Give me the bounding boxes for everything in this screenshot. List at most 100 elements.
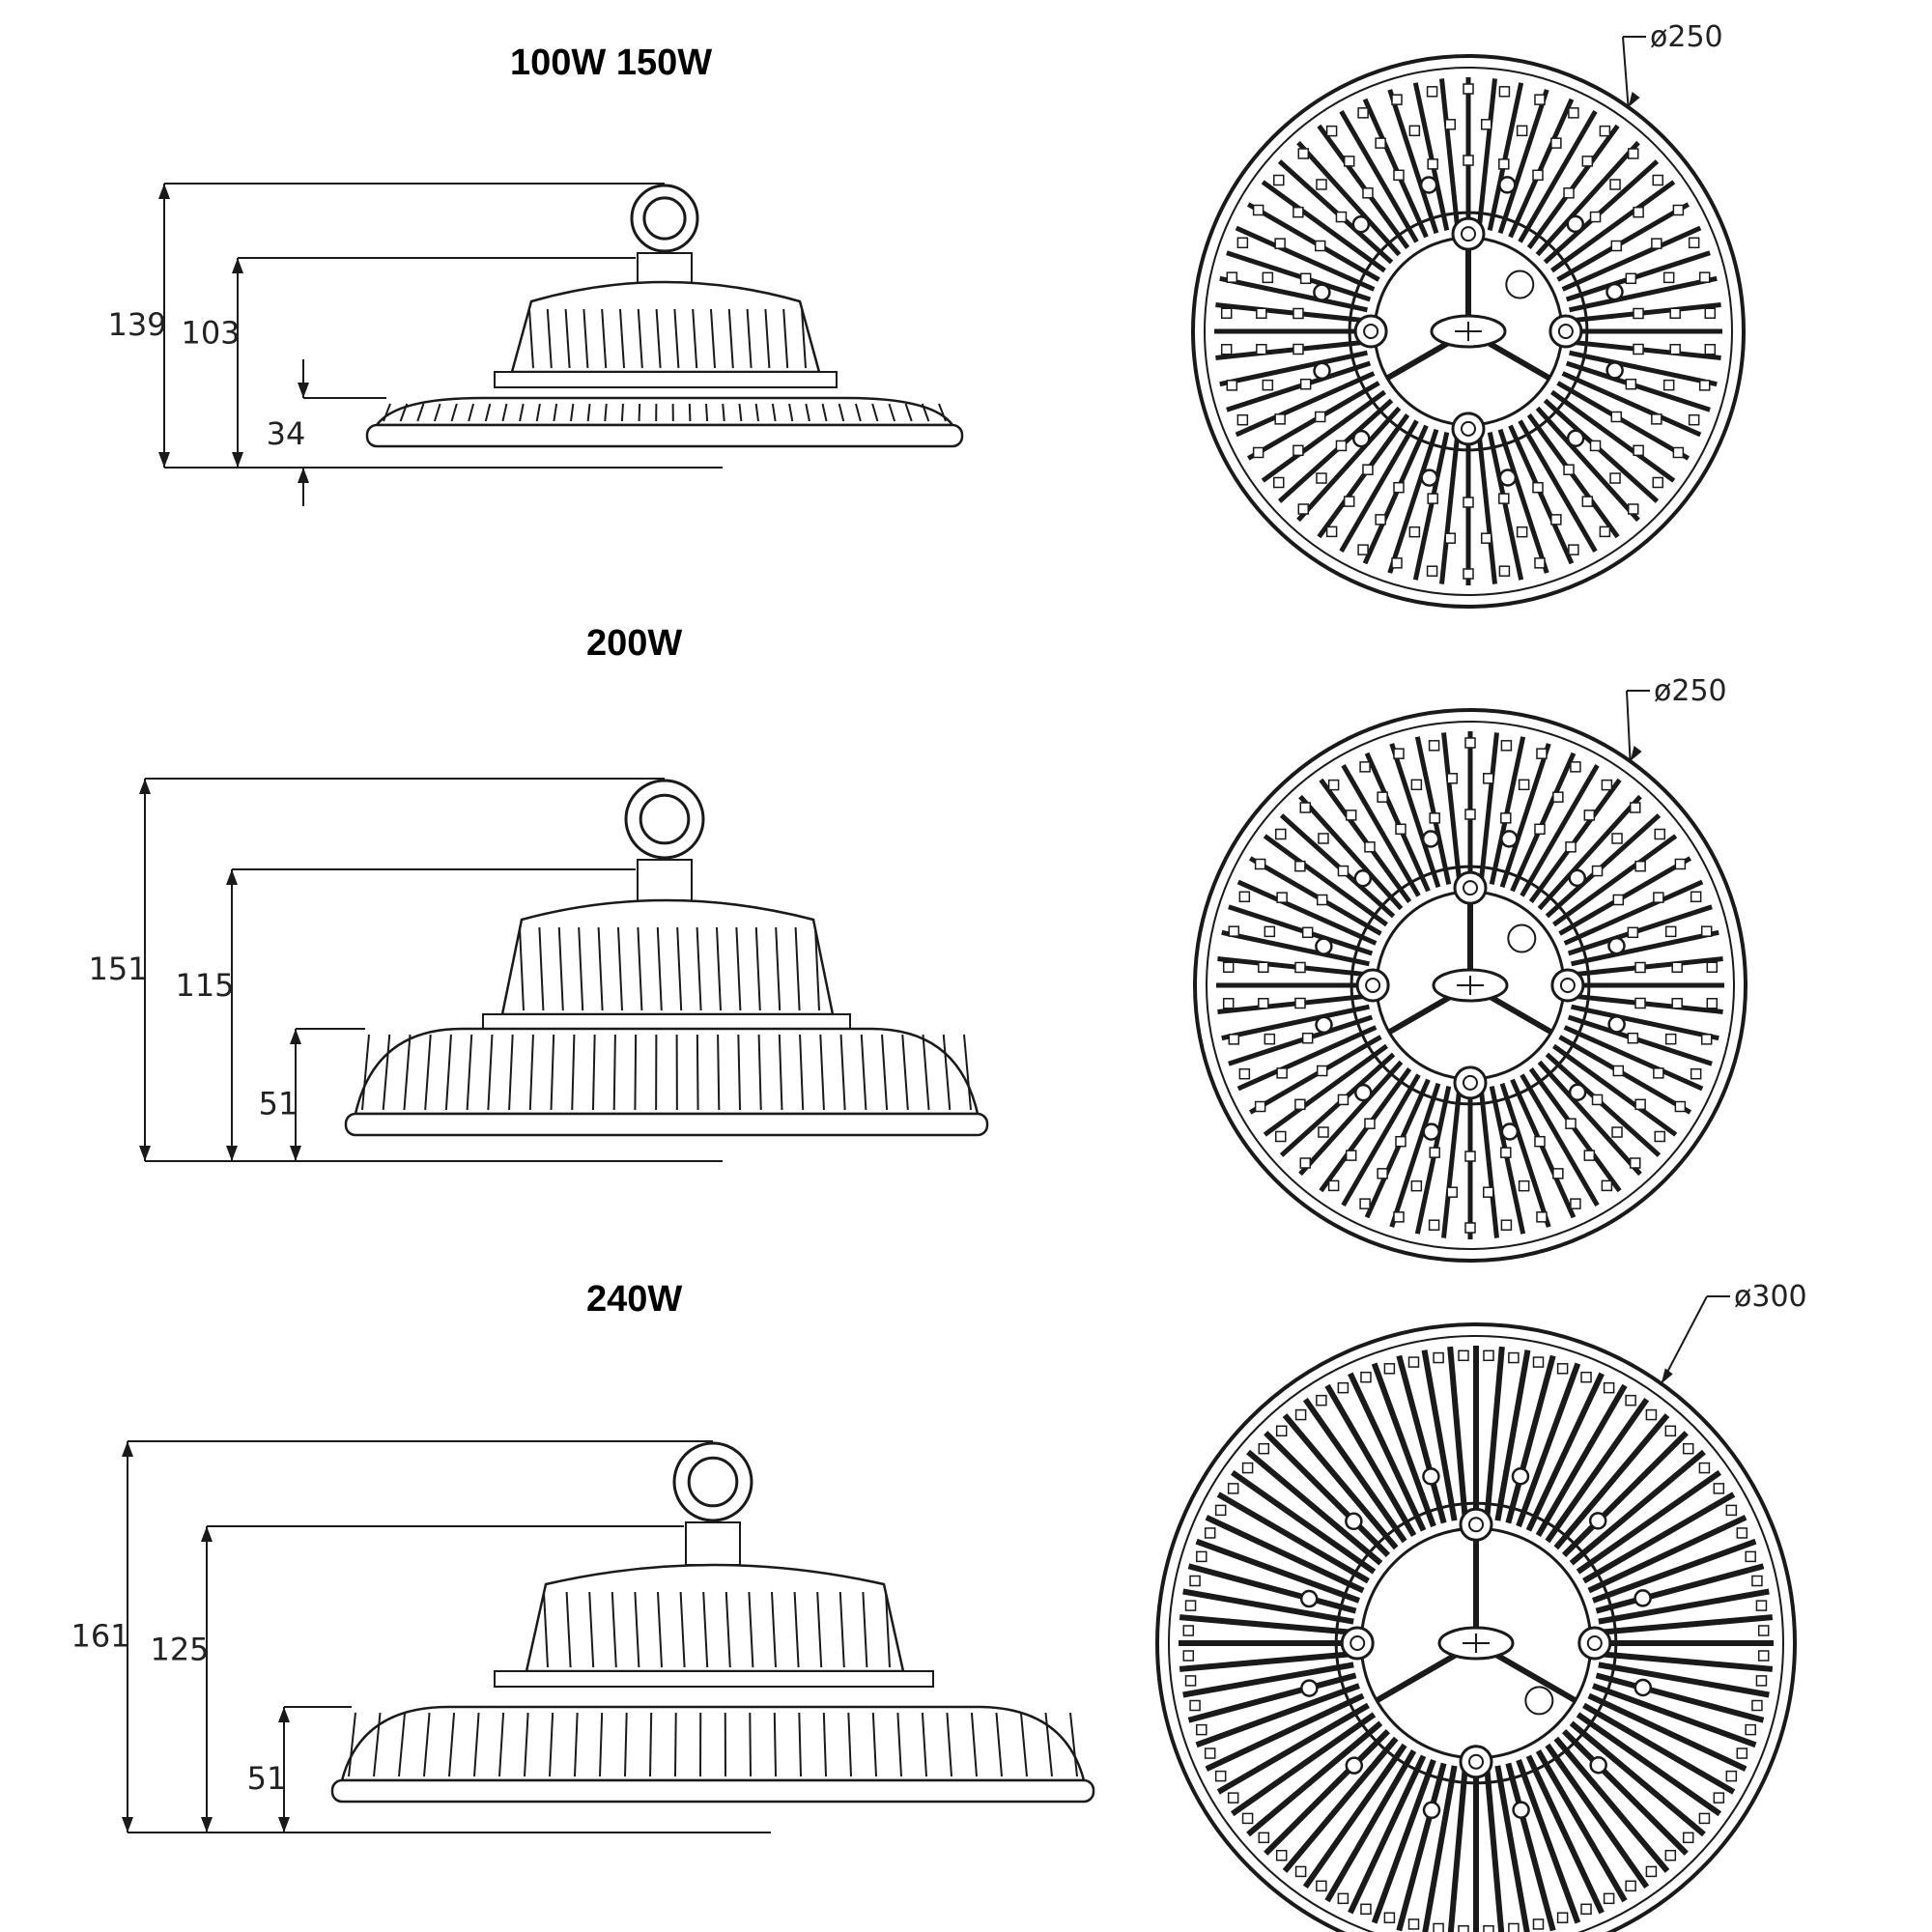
heatsink-fin: [638, 403, 641, 422]
heatsink-fin: [450, 403, 458, 422]
plan-vent: [1534, 94, 1546, 105]
heatsink-fin: [904, 403, 913, 422]
plan-vent: [1256, 307, 1267, 320]
housing-fin: [862, 1591, 868, 1668]
plan-radial-fin: [1215, 339, 1366, 360]
plan-screw-hole: [1634, 1589, 1652, 1607]
plan-radial-fin: [1324, 1383, 1417, 1537]
plan-radial-fin: [1497, 89, 1549, 235]
dimension-arrowhead: [290, 1146, 301, 1161]
plan-screw-hole: [1498, 469, 1518, 487]
plan-radial-fin: [1535, 1749, 1628, 1903]
plan-radial-fin: [1600, 1614, 1774, 1635]
plan-vent: [1725, 1770, 1738, 1782]
plan-radial-fin: [1494, 1765, 1530, 1932]
dimension-arrowhead: [122, 1817, 133, 1833]
heatsink-fin: [995, 1712, 1003, 1777]
heatsink-fin: [624, 1712, 628, 1777]
plan-screw-hole: [1422, 1467, 1440, 1486]
plan-radial-fin: [1569, 275, 1718, 313]
plan-radial-fin: [1576, 1712, 1722, 1817]
plan-vent: [1299, 1157, 1312, 1169]
dim-label-overall: 151: [88, 951, 147, 987]
plan-radial-fin: [1535, 1383, 1628, 1537]
plan-vent: [1377, 791, 1388, 803]
plan-radial-fin: [1216, 1702, 1370, 1795]
heatsink-fin: [487, 1034, 494, 1111]
housing-collar: [494, 1670, 934, 1688]
section-2-title: 200W: [586, 623, 683, 664]
plan-radial-fin: [1505, 1762, 1556, 1932]
plan-vent: [1463, 497, 1474, 508]
diameter-label: ø300: [1734, 1280, 1807, 1314]
plan-screw-hole: [1345, 1512, 1363, 1531]
plan-vent: [1664, 1425, 1677, 1437]
plan-vent: [1327, 1179, 1340, 1192]
plan-vent: [1552, 1168, 1564, 1179]
housing-fin: [564, 308, 571, 369]
plan-vent: [1446, 1186, 1459, 1198]
plan-vent: [1550, 137, 1562, 149]
plan-vent: [1570, 761, 1581, 773]
plan-radial-fin: [1261, 389, 1386, 483]
heatsink-fin: [688, 403, 692, 422]
heatsink-fin: [524, 1712, 529, 1777]
plan-vent: [1316, 472, 1327, 484]
plan-radial-fin: [1282, 1413, 1399, 1550]
plan-radial-fin: [1248, 856, 1382, 936]
plan-view-2: ø250: [1193, 674, 1747, 1263]
plan-vent: [1612, 894, 1625, 906]
plan-vent: [1275, 828, 1287, 840]
plan-radial-fin: [1216, 1492, 1370, 1584]
housing-fin: [676, 926, 683, 1011]
plan-radial-fin: [1550, 180, 1676, 273]
plan-vent: [1516, 526, 1528, 538]
heatsink-fin: [399, 403, 409, 422]
plan-radial-fin: [1592, 1683, 1757, 1748]
plan-radial-fin: [1600, 1651, 1774, 1672]
housing-fin: [657, 1591, 663, 1668]
diameter-label: ø250: [1654, 674, 1727, 708]
plan-vent: [1222, 998, 1235, 1009]
plan-vent: [1706, 961, 1719, 973]
plan-screw-hole: [1300, 1679, 1319, 1697]
dimension-arrowhead: [201, 1526, 213, 1542]
plan-screw-hole: [1354, 1083, 1373, 1102]
dim-label-rim: 51: [247, 1760, 287, 1797]
plan-vent: [1343, 496, 1355, 507]
section-1-title: 100W 150W: [510, 43, 713, 83]
plan-vent: [1337, 1381, 1350, 1394]
plan-vent: [1316, 1880, 1327, 1892]
plan-vent: [1563, 187, 1575, 199]
lens-plate: [330, 1778, 1095, 1804]
housing-fin: [611, 1591, 617, 1668]
heatsink-fin: [771, 403, 777, 422]
plan-screw-hole: [1313, 361, 1331, 381]
plan-radial-fin: [1319, 1067, 1412, 1193]
plan-radial-fin: [1510, 752, 1577, 893]
heatsink-fin: [535, 403, 541, 422]
plan-radial-fin: [1439, 78, 1461, 229]
plan-vent: [1325, 125, 1338, 137]
plan-radial-fin: [1550, 389, 1676, 483]
plan-vent: [1483, 1350, 1494, 1362]
plan-radial-fin: [1228, 1014, 1374, 1066]
plan-vent: [1318, 1126, 1329, 1138]
plan-vent: [1599, 526, 1611, 538]
plan-radial-fin: [1235, 371, 1376, 438]
plan-vent: [1627, 148, 1639, 159]
plan-vent: [1698, 1812, 1711, 1825]
plan-vent: [1690, 891, 1702, 903]
plan-vent: [1690, 1067, 1702, 1080]
plan-radial-fin: [1246, 1720, 1383, 1837]
dim-label-rim: 34: [267, 415, 306, 452]
plan-radial-fin: [1535, 140, 1640, 257]
plan-vent: [1682, 1832, 1694, 1844]
plan-vent: [1294, 1865, 1307, 1878]
plan-vent: [1725, 1504, 1738, 1517]
plan-radial-fin: [1219, 275, 1368, 313]
plan-vent: [1645, 1865, 1658, 1878]
heatsink-fin: [382, 1034, 391, 1111]
plan-radial-fin: [1505, 1354, 1556, 1524]
plan-vent: [1364, 841, 1376, 853]
